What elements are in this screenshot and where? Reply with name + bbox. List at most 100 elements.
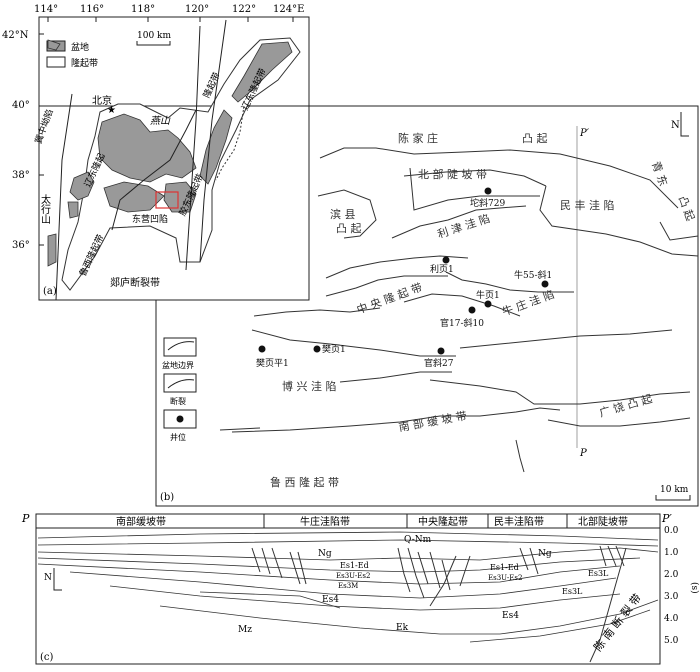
north-label-c: N — [44, 573, 52, 583]
lat-label: 42°N — [2, 30, 29, 41]
well-label: 利页1 — [430, 263, 454, 275]
stratum-line — [199, 591, 341, 609]
twt-tick: 3.0 — [664, 592, 679, 602]
well-marker-icon — [442, 256, 450, 264]
twt-tick: 5.0 — [664, 636, 679, 646]
zone-label: 北部陡坡带 — [578, 515, 628, 528]
lon-label: 124°E — [273, 4, 304, 15]
stratum-line — [469, 609, 651, 643]
well-marker-icon — [541, 280, 549, 288]
twt-unit: (s) — [689, 582, 700, 594]
stratum-label: Es3U-Es2 — [488, 574, 522, 582]
well-label: 官17-斜10 — [440, 317, 484, 329]
basin-patch — [67, 201, 79, 219]
basin-patch — [97, 113, 197, 183]
stratum-line — [37, 563, 621, 585]
panel-a: 114° 116° 118° 120° 122° 124°E 42°N 40° … — [2, 4, 310, 301]
basin-boundary — [319, 147, 679, 209]
legend-label: 井位 — [170, 432, 186, 442]
stratum-line — [37, 557, 641, 573]
panel-c-label: (c) — [40, 652, 54, 663]
stratum-label: Ek — [396, 623, 409, 633]
stratum-line — [37, 547, 659, 561]
well-label: 樊页平1 — [256, 357, 289, 369]
uplift-legend-label: 隆起带 — [71, 57, 98, 69]
basin-patch — [231, 41, 293, 103]
well-label: 牛55-斜1 — [514, 269, 552, 281]
fault-line — [325, 275, 448, 297]
unit-label: 陈 家 庄 — [398, 131, 438, 145]
stratum-label: Q-Nm — [404, 535, 432, 545]
basin-boundary — [659, 221, 699, 241]
basin-boundary — [317, 189, 377, 239]
legend-label: 断裂 — [170, 396, 186, 406]
fault-line — [231, 407, 561, 433]
fault-line — [445, 271, 574, 293]
fault-line — [325, 255, 469, 279]
section-top-label: P′ — [579, 128, 590, 139]
beijing-star-icon: ★ — [107, 105, 116, 116]
section-left-end: P — [21, 512, 30, 525]
panel-b-label: (b) — [160, 492, 174, 503]
well-marker-icon — [484, 300, 492, 308]
fault-line — [409, 167, 540, 211]
fault-line — [199, 19, 227, 263]
basin-patch — [47, 39, 61, 51]
basin-legend-label: 盆地 — [71, 41, 89, 53]
legend-label: 盆地边界 — [162, 360, 194, 370]
unit-label: 凸 起 — [336, 222, 362, 235]
basin-patch — [47, 233, 57, 267]
lon-label: 122° — [232, 4, 256, 15]
lon-label: 114° — [34, 4, 58, 15]
fault-line — [459, 329, 673, 349]
stratum-label: Es1-Ed — [340, 561, 369, 570]
basin-boundary — [539, 185, 699, 257]
unit-label: 滨 县 — [330, 207, 356, 221]
basin-patch — [199, 109, 233, 185]
unit-label: 北 部 陡 坡 带 — [418, 167, 487, 181]
stratum-label: Ng — [318, 549, 332, 559]
stratum-label: Es3M — [338, 582, 358, 590]
dongying-label: 东营凹陷 — [132, 213, 168, 225]
fault-line — [253, 307, 381, 317]
lat-label: 36° — [12, 240, 30, 251]
scale-bar-b — [655, 495, 691, 501]
well-marker-icon — [484, 187, 492, 195]
lat-label: 40° — [12, 100, 30, 111]
fault-line — [391, 205, 527, 239]
north-arrow-b — [680, 112, 689, 137]
zone-label: 中央隆起带 — [418, 515, 468, 528]
fault-line — [111, 109, 197, 231]
north-arrow-c — [53, 568, 62, 591]
panel-b-legend: 盆地边界 断裂 井位 — [162, 337, 197, 442]
fault-line — [547, 417, 691, 427]
basin-patch — [69, 171, 95, 201]
tanlu-label: 郯庐断裂带 — [110, 276, 160, 289]
well-marker-icon — [437, 347, 445, 355]
panel-c: P P′ 南部缓坡带 牛庄洼陷带 中央隆起带 民丰洼陷带 北部陡坡带 0.0 1… — [21, 512, 700, 665]
zone-label: 牛庄洼陷带 — [300, 515, 350, 528]
stratum-line — [159, 599, 659, 635]
fault-line — [251, 329, 456, 357]
dongying-box — [155, 191, 179, 209]
panel-a-label: (a) — [43, 286, 57, 297]
stratum-label: Ng — [538, 549, 552, 559]
well-label: 牛页1 — [476, 289, 500, 301]
taihang-label: 太行山 — [39, 193, 51, 224]
twt-tick: 1.0 — [664, 548, 679, 558]
scale-label-b: 10 km — [660, 485, 689, 495]
unit-label: 民 丰 洼 陷 — [560, 198, 615, 212]
stratum-line — [109, 585, 621, 611]
fault-line — [55, 93, 73, 301]
lon-label: 116° — [80, 4, 104, 15]
stratum-line — [37, 539, 659, 547]
lon-label: 118° — [131, 4, 155, 15]
fault-line — [429, 379, 691, 405]
fault-line — [339, 371, 452, 383]
well-label: 樊页1 — [322, 343, 346, 355]
scale-label-a: 100 km — [137, 31, 171, 41]
stratum-label: Mz — [238, 625, 252, 635]
stratum-label: Es3L — [562, 587, 583, 596]
fault-line — [185, 25, 201, 271]
